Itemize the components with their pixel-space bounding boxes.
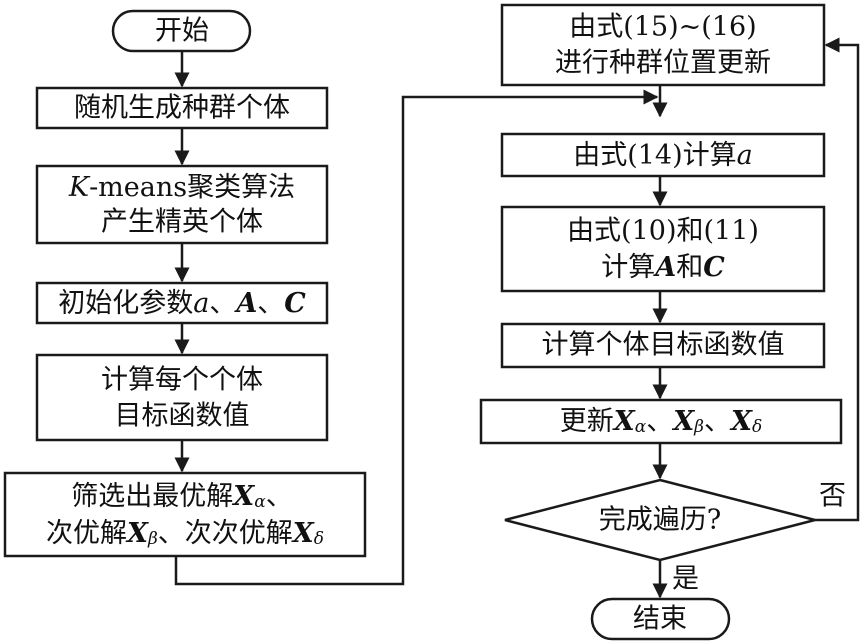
yes-label: 是 [672,564,699,595]
end-label: 结束 [633,604,687,635]
step-update-x [479,398,843,445]
start-label: 开始 [155,16,209,47]
ux-delta-sub: δ [752,417,762,437]
step-individual-fitness-label: 计算个体目标函数值 [542,330,785,361]
step-init-params-label: 初始化参数a、A、C [58,288,306,319]
calc-a-text: 由式(14)计算 [573,140,736,171]
alpha-sub: α [254,492,266,512]
connector-left-to-right [174,89,659,586]
step-init-population [35,86,329,130]
x-beta-var: X [125,518,149,549]
step-update-positions [500,3,826,87]
delta-sub: δ [314,529,324,549]
arrow-no-loop [815,37,860,522]
end-terminal [590,597,731,641]
ux-beta-sub: β [693,417,704,437]
ux-alpha-sub: α [635,417,647,437]
step-individual-fitness [500,322,826,369]
calc-and: 和 [676,252,703,283]
x-alpha-var: X [231,481,255,512]
beta-sub: β [147,529,158,549]
sep-2: 、 [257,288,284,319]
best-text: 筛选出最优解 [71,481,233,512]
ux-alpha-var: X [612,406,636,437]
sep-4: 、 [158,518,185,549]
kmeans-rest: -means聚类算法 [89,172,295,203]
init-params-text: 初始化参数 [58,288,193,319]
sep-6: 、 [704,406,731,437]
calc-a-var: a [737,140,753,171]
step-update-positions-line2: 进行种群位置更新 [555,48,771,79]
x-delta-var: X [291,518,315,549]
step-compute-fitness-line2: 目标函数值 [115,401,250,432]
step-init-population-label: 随机生成种群个体 [74,93,290,124]
update-x-text: 更新 [560,406,614,437]
sep-1: 、 [209,288,236,319]
step-select-best [3,471,367,558]
step-kmeans-line2: 产生精英个体 [101,207,263,238]
step-compute-a [500,132,826,178]
step-compute-a-label: 由式(14)计算a [573,140,753,171]
param-C: C [284,288,306,319]
step-compute-A-C-line2: 计算A和C [601,252,725,283]
step-compute-fitness-line1: 计算每个个体 [101,365,263,396]
step-select-best-line2: 次优解Xβ、次次优解Xδ [46,518,324,550]
no-label: 否 [819,481,846,512]
param-A: A [233,288,257,319]
third-best-text: 次次优解 [185,518,293,549]
sep-3: 、 [266,481,293,512]
step-select-best-line1: 筛选出最优解Xα、 [71,481,292,513]
param-a: a [193,288,209,319]
kmeans-k-var: K [68,172,91,203]
calc-A-var: A [652,252,676,283]
step-compute-A-C-line1: 由式(10)和(11) [567,216,759,247]
step-compute-fitness [35,353,329,442]
ux-beta-var: X [671,406,695,437]
calc-AC-text: 计算 [601,252,655,283]
step-kmeans-line1: K-means聚类算法 [68,172,295,203]
step-update-x-label: 更新Xα、Xβ、Xδ [560,406,762,438]
calc-C-var: C [703,252,725,283]
decision-label: 完成遍历? [599,505,721,536]
step-compute-A-C [500,205,826,293]
sep-5: 、 [646,406,673,437]
step-update-positions-line1: 由式(15)~(16) [569,12,756,43]
ux-delta-var: X [729,406,753,437]
second-best-text: 次优解 [46,518,127,549]
step-init-params [35,281,329,325]
